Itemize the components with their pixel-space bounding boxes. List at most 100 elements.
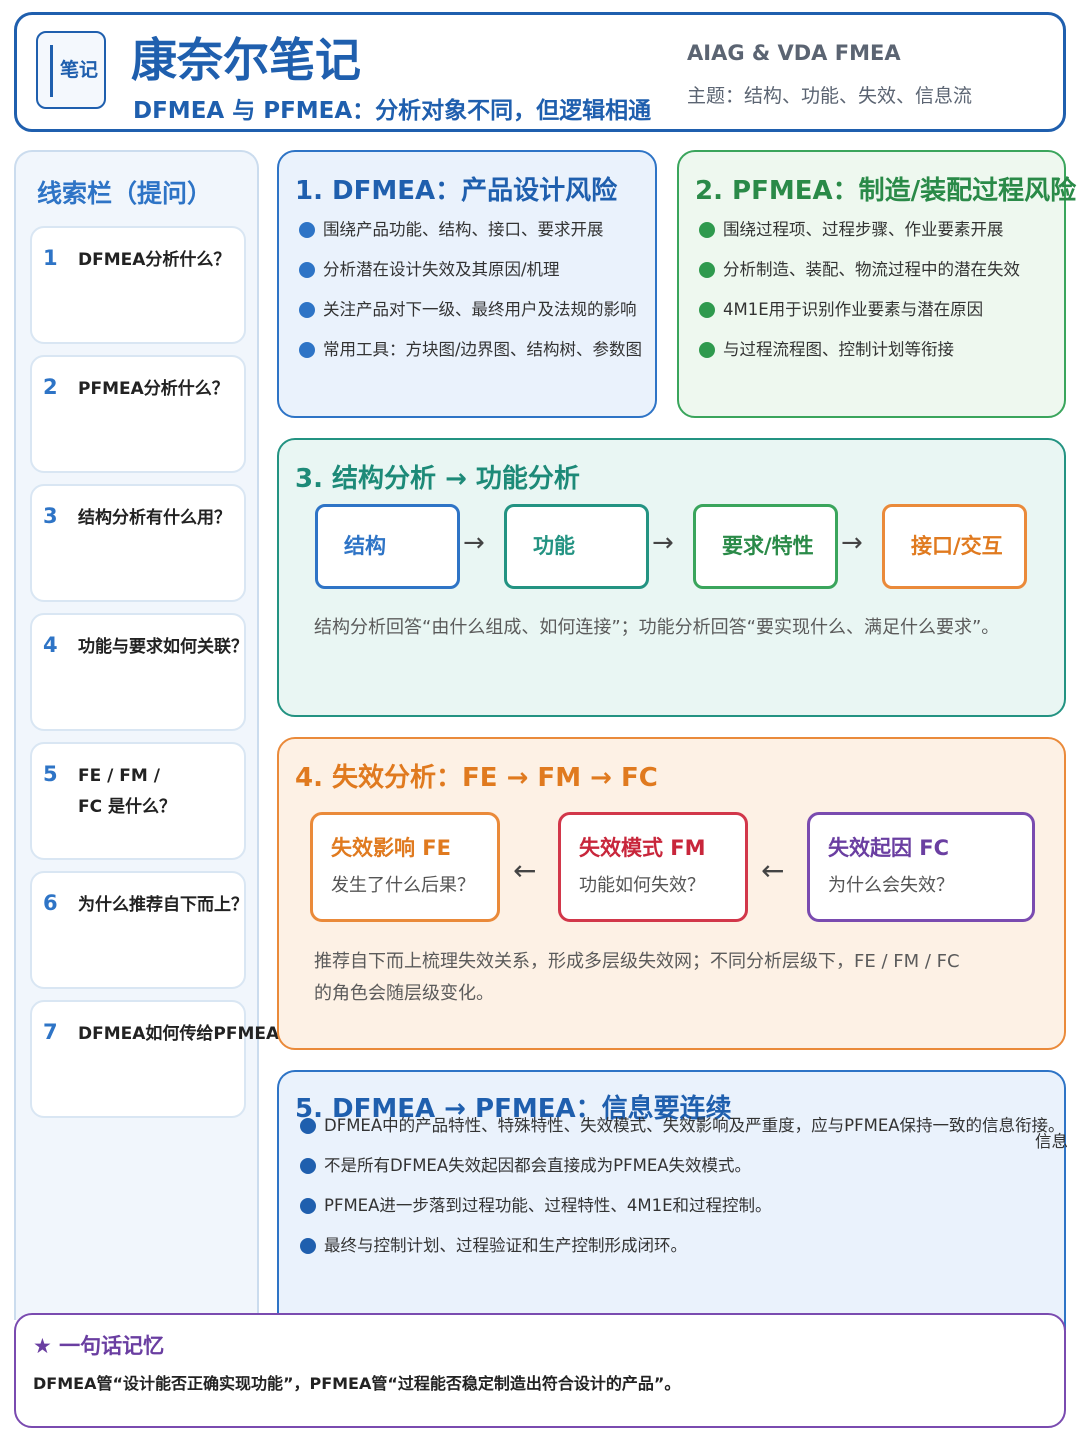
- arrow-left-icon: ←: [513, 854, 537, 887]
- page-title: 康奈尔笔记: [131, 33, 361, 87]
- logo-text: 笔记: [60, 59, 99, 81]
- arrow-left-icon: ←: [761, 854, 785, 887]
- list-item: PFMEA进一步落到过程功能、过程特性、4M1E和过程控制。: [300, 1194, 1065, 1234]
- cue-number: 2: [43, 375, 58, 399]
- list-item: 围绕产品功能、结构、接口、要求开展: [299, 218, 642, 258]
- bullet-text: 围绕产品功能、结构、接口、要求开展: [323, 220, 604, 239]
- cue-number: 3: [43, 504, 58, 528]
- structure-function-panel: 3. 结构分析 → 功能分析 结构 → 功能 → 要求/特性 → 接口/交互 结…: [277, 438, 1066, 717]
- cue-item: 2 PFMEA分析什么？: [30, 355, 246, 473]
- flow-box-requirement: 要求/特性: [693, 504, 838, 589]
- failure-cause-label: 失效起因 FC: [828, 836, 950, 860]
- list-item: 不是所有DFMEA失效起因都会直接成为PFMEA失效模式。: [300, 1154, 1065, 1194]
- notes-logo: 笔记: [36, 31, 106, 109]
- arrow-right-icon: →: [841, 528, 863, 558]
- dfmea-panel-title: 1. DFMEA：产品设计风险: [295, 176, 618, 206]
- failure-effect-label: 失效影响 FE: [331, 836, 452, 860]
- pfmea-panel-title: 2. PFMEA：制造/装配过程风险: [695, 176, 1077, 206]
- failure-analysis-panel: 4. 失效分析：FE → FM → FC 失效影响 FE 发生了什么后果？ ← …: [277, 737, 1066, 1050]
- cue-item: 6 为什么推荐自下而上？: [30, 871, 248, 989]
- cue-item: 1 DFMEA分析什么？: [30, 226, 246, 344]
- cue-item: 5 FE / FM / FC 是什么？: [30, 742, 246, 860]
- bullet-text: 与过程流程图、控制计划等衔接: [723, 340, 954, 359]
- structure-note: 结构分析回答“由什么组成、如何连接”；功能分析回答“要实现什么、满足什么要求”。: [314, 617, 1000, 638]
- failure-cause-box: 失效起因 FC 为什么会失效？: [807, 812, 1035, 922]
- overflow-text: 信息: [1035, 1132, 1068, 1151]
- bullet-text: 常用工具：方块图/边界图、结构树、参数图: [323, 340, 643, 359]
- bullet-text: 围绕过程项、过程步骤、作业要素开展: [723, 220, 1004, 239]
- failure-effect-box: 失效影响 FE 发生了什么后果？: [310, 812, 500, 922]
- bullet-text: 4M1E用于识别作业要素与潜在原因: [723, 300, 984, 319]
- bullet-text: 关注产品对下一级、最终用户及法规的影响: [323, 300, 637, 319]
- bullet-text: 分析制造、装配、物流过程中的潜在失效: [723, 260, 1020, 279]
- cue-column: 线索栏（提问） 1 DFMEA分析什么？ 2 PFMEA分析什么？ 3 结构分析…: [14, 150, 279, 1320]
- structure-panel-title: 3. 结构分析 → 功能分析: [295, 464, 580, 494]
- bullet-dot-icon: [300, 1118, 316, 1134]
- bullet-dot-icon: [699, 262, 715, 278]
- cue-question: DFMEA如何传给PFMEA: [78, 1024, 280, 1044]
- dfmea-to-pfmea-panel: 5. DFMEA → PFMEA：信息要连续 DFMEA中的产品特性、特殊特性、…: [277, 1070, 1068, 1330]
- cue-item: 4 功能与要求如何关联？: [30, 613, 248, 731]
- failure-note-line1: 推荐自下而上梳理失效关系，形成多层级失效网；不同分析层级下，FE / FM / …: [314, 951, 960, 972]
- cue-question: FE / FM / FC 是什么？: [78, 766, 177, 817]
- list-item: 最终与控制计划、过程验证和生产控制形成闭环。: [300, 1234, 1065, 1274]
- failure-mode-label: 失效模式 FM: [579, 836, 706, 860]
- summary-text: DFMEA管“设计能否正确实现功能”，PFMEA管“过程能否稳定制造出符合设计的…: [33, 1374, 681, 1393]
- bullet-text: 最终与控制计划、过程验证和生产控制形成闭环。: [324, 1236, 687, 1255]
- bullet-text: 不是所有DFMEA失效起因都会直接成为PFMEA失效模式。: [324, 1156, 752, 1175]
- flow-box-function: 功能: [504, 504, 649, 589]
- logo-bar: [50, 45, 53, 97]
- list-item: 4M1E用于识别作业要素与潜在原因: [699, 298, 1020, 338]
- linkage-panel-title: 5. DFMEA → PFMEA：信息要连续: [295, 1094, 732, 1124]
- cue-question: 为什么推荐自下而上？: [78, 895, 248, 915]
- bullet-text: 分析潜在设计失效及其原因/机理: [323, 260, 560, 279]
- page-subtitle: DFMEA 与 PFMEA：分析对象不同，但逻辑相通: [133, 98, 652, 124]
- summary-box: ★ 一句话记忆 DFMEA管“设计能否正确实现功能”，PFMEA管“过程能否稳定…: [14, 1313, 1066, 1428]
- bullet-dot-icon: [699, 302, 715, 318]
- failure-cause-question: 为什么会失效？: [828, 875, 954, 896]
- cue-question: 功能与要求如何关联？: [78, 637, 248, 657]
- failure-note-line2: 的角色会随层级变化。: [314, 983, 494, 1004]
- failure-effect-question: 发生了什么后果？: [331, 875, 475, 896]
- bullet-dot-icon: [299, 342, 315, 358]
- list-item: DFMEA中的产品特性、特殊特性、失效模式、失效影响及严重度，应与PFMEA保持…: [300, 1114, 1065, 1154]
- cue-number: 7: [43, 1020, 58, 1044]
- list-item: 关注产品对下一级、最终用户及法规的影响: [299, 298, 642, 338]
- failure-panel-title: 4. 失效分析：FE → FM → FC: [295, 763, 658, 793]
- list-item: 与过程流程图、控制计划等衔接: [699, 338, 1020, 378]
- dfmea-panel: 1. DFMEA：产品设计风险 围绕产品功能、结构、接口、要求开展 分析潜在设计…: [277, 150, 657, 418]
- cue-number: 4: [43, 633, 58, 657]
- arrow-right-icon: →: [463, 528, 485, 558]
- cue-question: 结构分析有什么用？: [78, 508, 231, 528]
- summary-title: ★ 一句话记忆: [33, 1334, 165, 1358]
- list-item: 围绕过程项、过程步骤、作业要素开展: [699, 218, 1020, 258]
- flow-box-interface: 接口/交互: [882, 504, 1027, 589]
- bullet-dot-icon: [300, 1238, 316, 1254]
- bullet-dot-icon: [299, 302, 315, 318]
- arrow-right-icon: →: [652, 528, 674, 558]
- cue-question: DFMEA分析什么？: [78, 250, 231, 270]
- cue-number: 5: [43, 762, 58, 786]
- cue-item: 7 DFMEA如何传给PFMEA: [30, 1000, 279, 1118]
- standard-label: AIAG & VDA FMEA: [687, 41, 901, 65]
- pfmea-panel: 2. PFMEA：制造/装配过程风险 围绕过程项、过程步骤、作业要素开展 分析制…: [677, 150, 1076, 418]
- list-item: 分析制造、装配、物流过程中的潜在失效: [699, 258, 1020, 298]
- bullet-dot-icon: [300, 1158, 316, 1174]
- cue-number: 1: [43, 246, 58, 270]
- cue-question: PFMEA分析什么？: [78, 379, 229, 399]
- cue-item: 3 结构分析有什么用？: [30, 484, 246, 602]
- cue-column-title: 线索栏（提问）: [37, 179, 213, 208]
- failure-mode-question: 功能如何失效？: [579, 875, 705, 896]
- failure-mode-box: 失效模式 FM 功能如何失效？: [558, 812, 748, 922]
- pfmea-bullet-list: 围绕过程项、过程步骤、作业要素开展 分析制造、装配、物流过程中的潜在失效 4M1…: [699, 218, 1020, 378]
- bullet-dot-icon: [699, 342, 715, 358]
- flow-box-structure: 结构: [315, 504, 460, 589]
- cue-number: 6: [43, 891, 58, 915]
- dfmea-bullet-list: 围绕产品功能、结构、接口、要求开展 分析潜在设计失效及其原因/机理 关注产品对下…: [299, 218, 642, 378]
- bullet-text: DFMEA中的产品特性、特殊特性、失效模式、失效影响及严重度，应与PFMEA保持…: [324, 1116, 1065, 1135]
- list-item: 常用工具：方块图/边界图、结构树、参数图: [299, 338, 642, 378]
- header: 笔记 康奈尔笔记 DFMEA 与 PFMEA：分析对象不同，但逻辑相通 AIAG…: [14, 12, 1066, 132]
- bullet-dot-icon: [699, 222, 715, 238]
- bullet-dot-icon: [299, 262, 315, 278]
- bullet-dot-icon: [299, 222, 315, 238]
